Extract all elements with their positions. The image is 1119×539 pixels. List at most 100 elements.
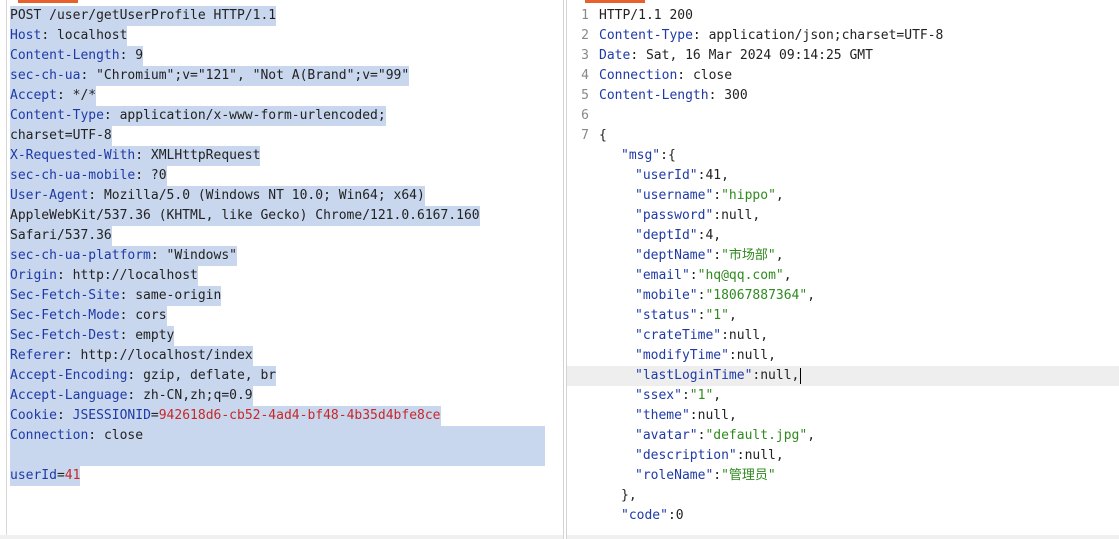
selected-text: User-Agent: Mozilla/5.0 (Windows NT 10.0… xyxy=(10,186,425,206)
json-punct: , xyxy=(791,368,800,383)
response-line: }, xyxy=(567,486,1119,506)
header-sep: : xyxy=(135,148,151,163)
response-line: "deptId":4, xyxy=(567,226,1119,246)
header-value: 300 xyxy=(724,88,748,103)
response-line: "status":"1", xyxy=(567,306,1119,326)
request-line: Safari/537.36 xyxy=(0,226,563,246)
header-value: http://localhost/index xyxy=(80,348,253,363)
header-value: http://localhost xyxy=(72,268,198,283)
request-line: Cookie: JSESSIONID=942618d6-cb52-4ad4-bf… xyxy=(0,406,563,426)
json-value: "管理员" xyxy=(721,468,776,483)
request-line: Content-Type: application/x-www-form-url… xyxy=(0,106,563,126)
response-line: "password":null, xyxy=(567,206,1119,226)
json-punct: , xyxy=(721,168,729,183)
body-param-key: userId xyxy=(10,468,57,483)
json-key: "deptName" xyxy=(635,248,714,263)
response-line: "msg":{ xyxy=(567,146,1119,166)
json-punct: : xyxy=(721,328,729,343)
json-punct: , xyxy=(775,248,784,263)
selected-text: charset=UTF-8 xyxy=(10,126,112,146)
cookie-value: 942618d6-cb52-4ad4-bf48-4b35d4bfe8ce xyxy=(158,408,441,423)
selected-text: Accept-Encoding: gzip, deflate, br xyxy=(10,366,277,386)
header-value: XMLHttpRequest xyxy=(150,148,261,163)
json-value: null xyxy=(760,368,792,383)
json-key: "code" xyxy=(621,508,668,523)
json-punct: : xyxy=(697,308,706,323)
response-line: "userId":41, xyxy=(567,166,1119,186)
json-key: "email" xyxy=(635,268,690,283)
json-value: null xyxy=(721,208,753,223)
response-line: "roleName":"管理员" xyxy=(567,466,1119,486)
json-punct: : xyxy=(697,228,706,243)
json-key: "ssex" xyxy=(635,388,682,403)
response-scrollbar[interactable] xyxy=(567,535,1119,539)
request-line-text: POST /user/getUserProfile HTTP/1.1 xyxy=(10,8,277,23)
header-value: charset=UTF-8 xyxy=(10,128,112,143)
json-punct: , xyxy=(768,348,776,363)
json-punct: , xyxy=(807,288,816,303)
text-cursor xyxy=(800,367,802,384)
header-sep: : xyxy=(119,308,136,323)
response-line: "description":null, xyxy=(567,446,1119,466)
json-key: "roleName" xyxy=(635,468,714,483)
selected-text: X-Requested-With: XMLHttpRequest xyxy=(10,146,261,166)
request-line: Accept-Language: zh-CN,zh;q=0.9 xyxy=(0,386,563,406)
response-line: "avatar":"default.jpg", xyxy=(567,426,1119,446)
request-line: Accept-Encoding: gzip, deflate, br xyxy=(0,366,563,386)
json-value: null xyxy=(744,448,776,463)
json-punct: , xyxy=(775,188,784,203)
json-punct: :{ xyxy=(660,148,676,163)
json-key: "theme" xyxy=(635,408,690,423)
line-number: 1 xyxy=(581,8,589,23)
header-sep: : xyxy=(88,188,104,203)
request-scrollbar[interactable] xyxy=(0,535,563,539)
header-value: localhost xyxy=(56,28,128,43)
request-line: Content-Length: 9 xyxy=(0,46,563,66)
header-sep: : xyxy=(41,28,57,43)
header-name: Sec-Fetch-Mode xyxy=(10,308,120,323)
response-line: "email":"hq@qq.com", xyxy=(567,266,1119,286)
json-key: "avatar" xyxy=(635,428,698,443)
json-punct: , xyxy=(728,408,737,423)
header-name: Accept-Encoding xyxy=(10,368,128,383)
header-sep: : xyxy=(692,28,709,43)
json-punct: , xyxy=(752,208,761,223)
response-line: 7{ xyxy=(567,126,1119,146)
header-sep: : xyxy=(80,68,97,83)
header-name: Sec-Fetch-Site xyxy=(10,288,120,303)
json-key: "msg" xyxy=(621,148,661,163)
request-line: charset=UTF-8 xyxy=(0,126,563,146)
json-punct: , xyxy=(728,308,737,323)
json-punct: : xyxy=(713,208,722,223)
header-sep: : xyxy=(119,48,136,63)
selected-text: Sec-Fetch-Site: same-origin xyxy=(10,286,222,306)
header-name: Content-Length xyxy=(10,48,120,63)
json-key: "mobile" xyxy=(635,288,698,303)
request-line: Connection: close xyxy=(0,426,563,446)
json-value: "1" xyxy=(689,388,714,403)
request-line: X-Requested-With: XMLHttpRequest xyxy=(0,146,563,166)
json-value: 4 xyxy=(705,228,714,243)
json-brace: { xyxy=(599,128,607,143)
selected-text: POST /user/getUserProfile HTTP/1.1 xyxy=(10,6,277,26)
selected-text: sec-ch-ua-platform: "Windows" xyxy=(10,246,237,266)
json-punct: : xyxy=(752,368,761,383)
request-line: Sec-Fetch-Site: same-origin xyxy=(0,286,563,306)
header-name: Sec-Fetch-Dest xyxy=(10,328,120,343)
json-punct: : xyxy=(697,288,706,303)
request-line: AppleWebKit/537.36 (KHTML, like Gecko) C… xyxy=(0,206,563,226)
header-value: ?0 xyxy=(150,168,167,183)
request-gutter xyxy=(6,0,7,539)
json-key: "crateTime" xyxy=(635,328,722,343)
selected-text: sec-ch-ua: "Chromium";v="121", "Not A(Br… xyxy=(10,66,410,86)
request-line: sec-ch-ua-platform: "Windows" xyxy=(0,246,563,266)
line-number: 6 xyxy=(581,108,589,123)
body-param-value: 41 xyxy=(64,468,81,483)
json-punct: : xyxy=(736,448,745,463)
json-punct: }, xyxy=(621,488,637,503)
header-sep: : xyxy=(103,108,120,123)
header-sep: : xyxy=(677,68,693,83)
